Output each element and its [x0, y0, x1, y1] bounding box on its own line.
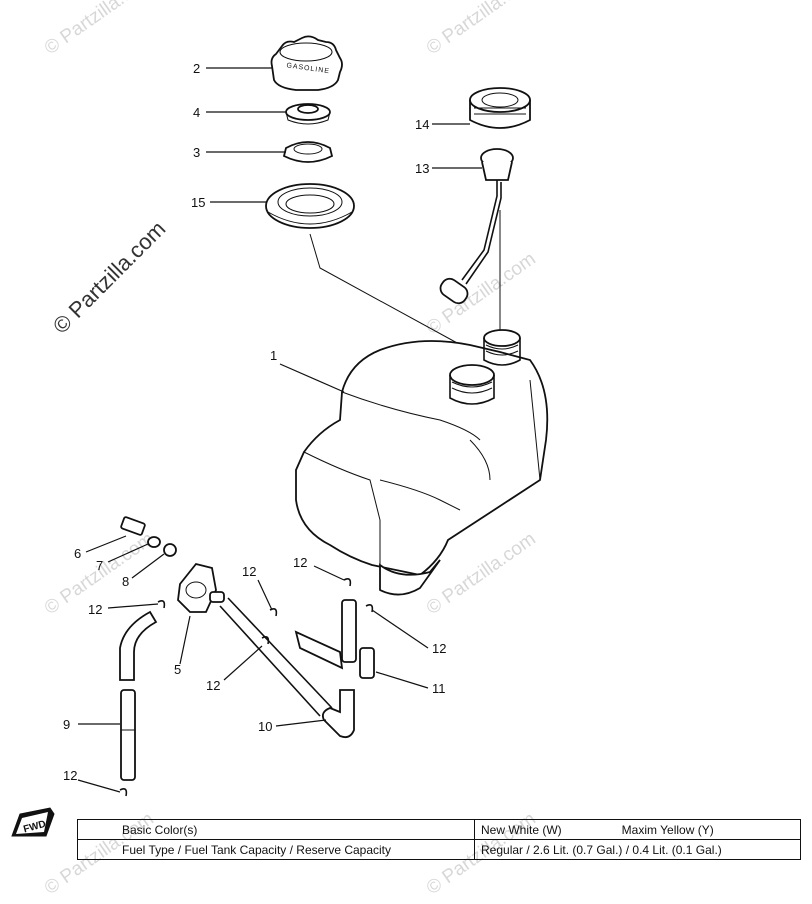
- table-row: Basic Color(s) New White (W) Maxim Yellow…: [77, 819, 801, 840]
- callout-12-a: 12: [88, 602, 102, 617]
- row-header-basic-colors: Basic Color(s): [77, 819, 475, 840]
- callout-13: 13: [415, 161, 429, 176]
- part-11-hose: [294, 599, 375, 679]
- callout-7: 7: [96, 558, 103, 573]
- watermark-text: © Partzilla.com: [423, 0, 540, 59]
- callout-12-d: 12: [206, 678, 220, 693]
- part-4-gasket: [285, 103, 331, 125]
- callout-12-b: 12: [242, 564, 256, 579]
- callout-8: 8: [122, 574, 129, 589]
- watermark-text-dark: © Partzilla.com: [48, 216, 171, 339]
- callout-12-c: 12: [293, 555, 307, 570]
- callout-12-f: 12: [63, 768, 77, 783]
- forward-direction-icon: FWD: [11, 807, 55, 837]
- alignment-line: [309, 233, 471, 351]
- callout-14: 14: [415, 117, 429, 132]
- color-new-white: New White (W): [481, 822, 562, 837]
- part-5-fuel-cock: [177, 562, 225, 613]
- part-15-filler-ring: [265, 183, 355, 229]
- callout-15: 15: [191, 195, 205, 210]
- watermark-text: © Partzilla.com: [41, 0, 158, 59]
- part-6-bolt: [120, 516, 146, 536]
- row-value-colors: New White (W) Maxim Yellow (Y): [474, 819, 801, 840]
- table-row: Fuel Type / Fuel Tank Capacity / Reserve…: [77, 839, 801, 860]
- callout-10: 10: [258, 719, 272, 734]
- part-10-hose: [219, 597, 355, 739]
- part-8-washer: [163, 543, 177, 557]
- callout-5: 5: [174, 662, 181, 677]
- callout-numbers: 2 4 3 15 14 13 1 6 7 8 12 5 12 12 12 12 …: [63, 61, 446, 783]
- part-7-washer: [147, 536, 161, 548]
- part-13-fuel-gauge: [439, 148, 514, 305]
- spec-table: Basic Color(s) New White (W) Maxim Yellow…: [77, 819, 801, 860]
- callout-11: 11: [432, 681, 446, 696]
- part-1-fuel-tank: [295, 329, 549, 596]
- callout-lines: [77, 67, 482, 793]
- callout-12-e: 12: [432, 641, 446, 656]
- part-12-clips: [119, 578, 374, 797]
- row-header-fuel: Fuel Type / Fuel Tank Capacity / Reserve…: [77, 839, 475, 860]
- part-9-hose: [119, 610, 158, 781]
- part-14-ring-nut: [469, 87, 531, 129]
- callout-6: 6: [74, 546, 81, 561]
- part-2-fuel-cap: GASOLINE: [270, 35, 343, 91]
- color-maxim-yellow: Maxim Yellow (Y): [621, 822, 714, 837]
- callout-9: 9: [63, 717, 70, 732]
- callout-4: 4: [193, 105, 200, 120]
- callout-1: 1: [270, 348, 277, 363]
- part-3-spacer: [282, 141, 334, 163]
- callout-2: 2: [193, 61, 200, 76]
- callout-3: 3: [193, 145, 200, 160]
- row-value-fuel: Regular / 2.6 Lit. (0.7 Gal.) / 0.4 Lit.…: [474, 839, 801, 860]
